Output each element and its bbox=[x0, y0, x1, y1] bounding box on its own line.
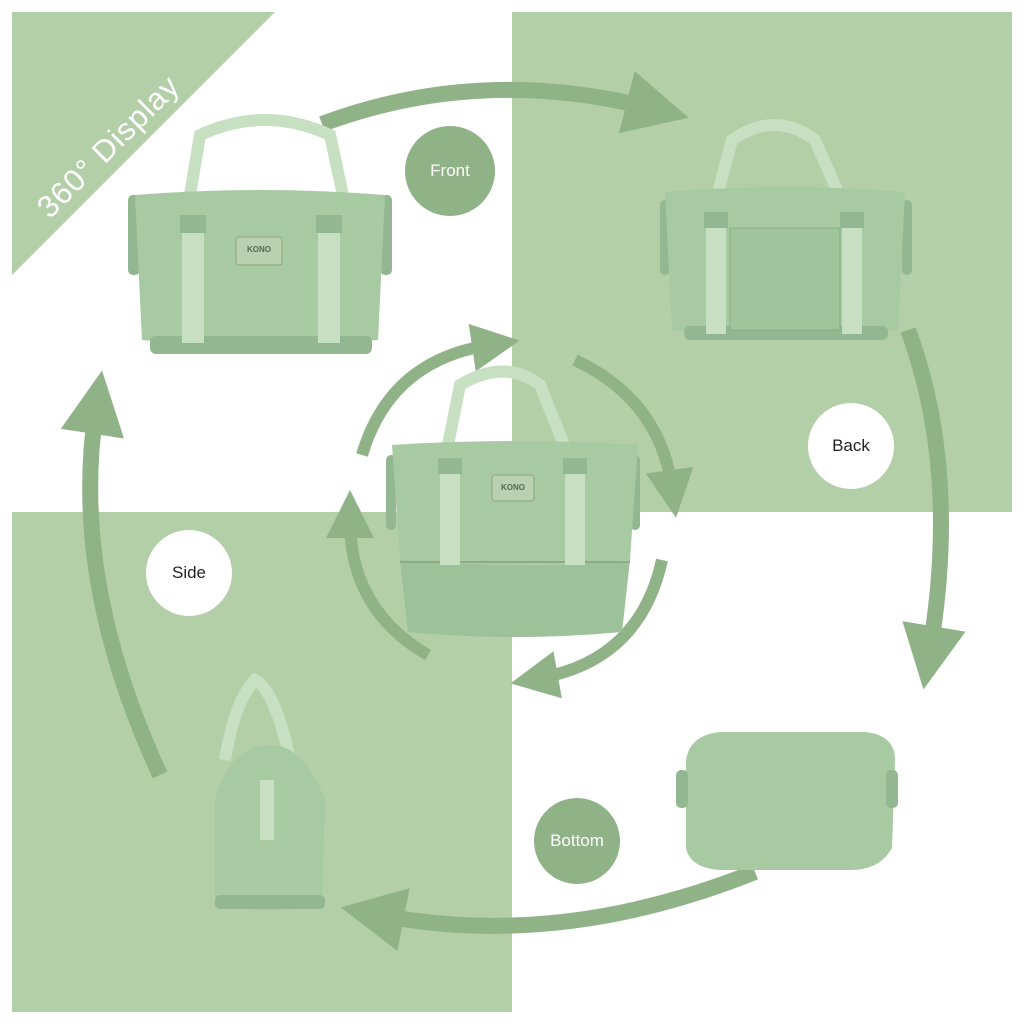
inner-arrow-top bbox=[356, 323, 520, 457]
outer-arrow-top bbox=[319, 71, 689, 134]
bag-center-image bbox=[386, 365, 640, 637]
view-label-front: Front bbox=[405, 126, 495, 216]
logo-center: KONO bbox=[501, 483, 525, 492]
inner-arrow-right bbox=[572, 354, 694, 518]
bag-front-image bbox=[128, 114, 392, 354]
inner-arrow-bottom bbox=[510, 558, 668, 699]
outer-arrow-bottom bbox=[340, 864, 758, 951]
view-label-bottom: Bottom bbox=[534, 798, 620, 884]
bag-side-image bbox=[215, 672, 325, 910]
bag-back-image bbox=[660, 119, 912, 340]
logo-front: KONO bbox=[247, 245, 271, 254]
outer-arrow-right bbox=[900, 327, 966, 690]
outer-arrow-left bbox=[60, 370, 168, 779]
view-label-side: Side bbox=[146, 530, 232, 616]
inner-arrow-left bbox=[326, 490, 432, 661]
bag-bottom-image bbox=[676, 732, 898, 870]
view-label-back: Back bbox=[808, 403, 894, 489]
